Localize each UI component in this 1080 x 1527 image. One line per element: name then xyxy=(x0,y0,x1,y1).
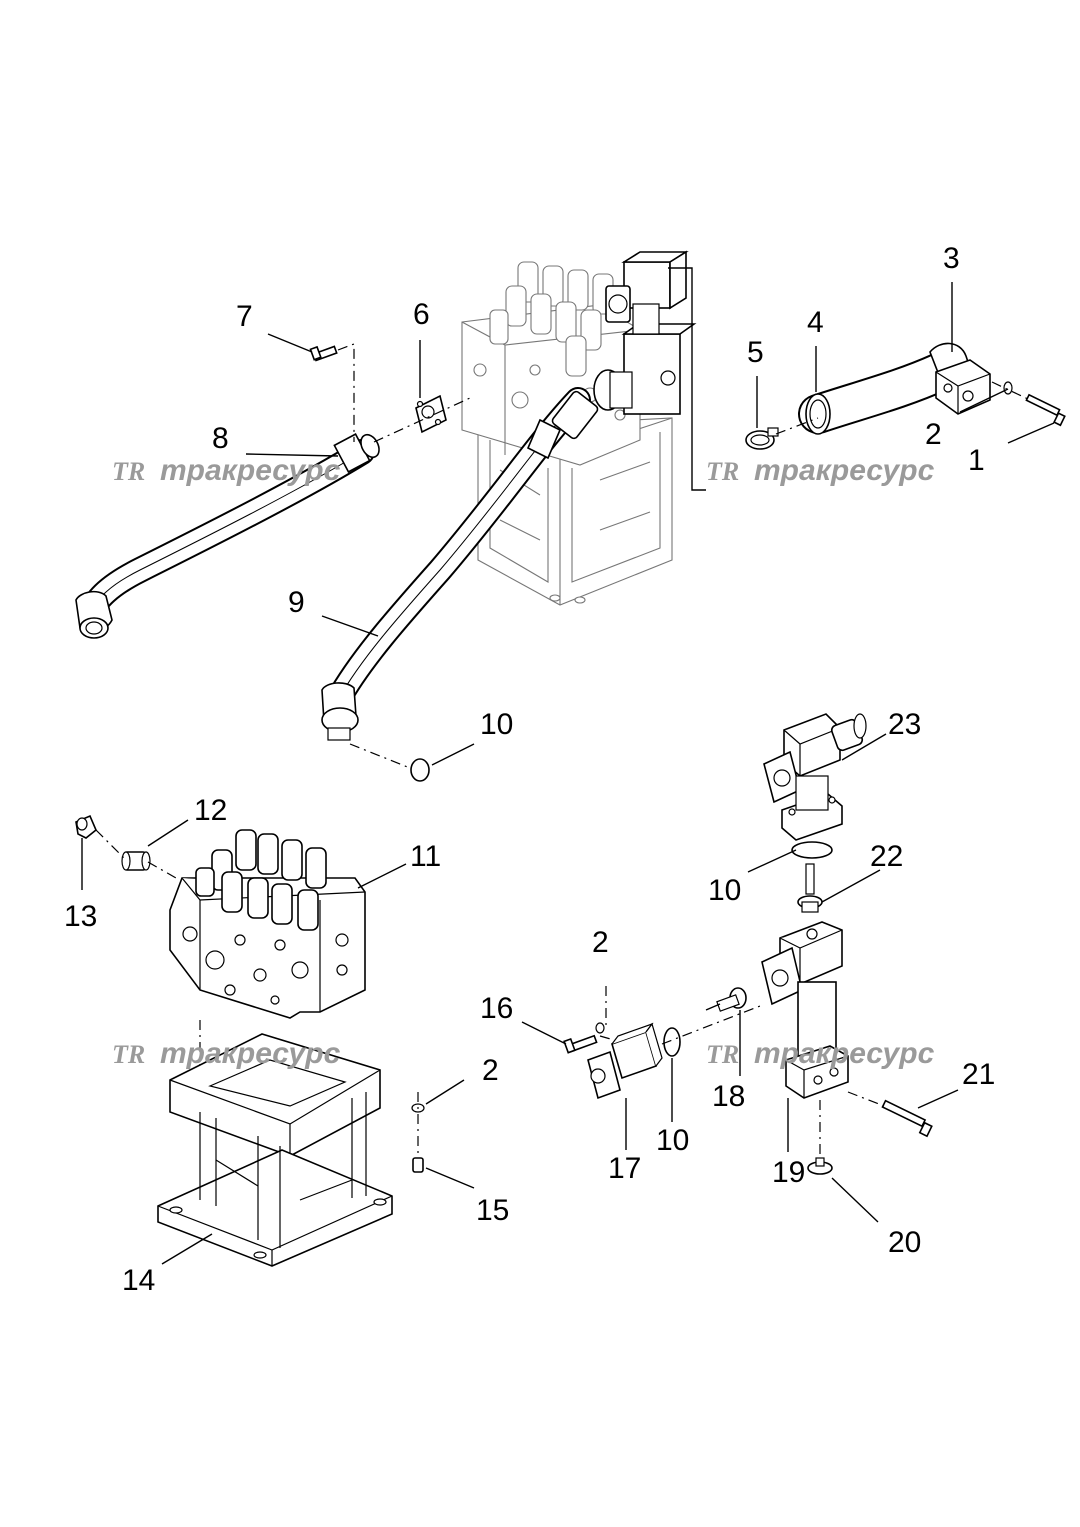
fitting-part-12 xyxy=(121,851,151,871)
hose-8 xyxy=(75,433,380,639)
svg-text:тракресурс: тракресурс xyxy=(160,454,341,487)
callout-7: 7 xyxy=(236,300,253,333)
watermark-top-left: TR тракресурс xyxy=(112,454,341,487)
svg-text:TR: TR xyxy=(112,457,145,486)
center-line-21 xyxy=(847,1091,885,1107)
bolt-part-15 xyxy=(412,1157,424,1173)
callout-6: 6 xyxy=(413,298,430,331)
elbow-block-part-3 xyxy=(929,342,991,415)
center-line-17-19 xyxy=(661,1005,761,1045)
fitting-part-18 xyxy=(705,987,747,1012)
center-line-12-13 xyxy=(95,829,177,879)
callout-4: 4 xyxy=(807,306,824,339)
callout-2-lower-left: 2 xyxy=(482,1054,499,1087)
svg-text:TR: TR xyxy=(112,1040,145,1069)
callout-2-lower-mid: 2 xyxy=(592,926,609,959)
callout-13: 13 xyxy=(64,900,97,933)
callouts: 1 2 3 4 5 6 7 8 9 10 11 12 13 14 15 2 16… xyxy=(64,242,995,1297)
watermark-top-right: TR тракресурс xyxy=(706,454,935,487)
callout-3: 3 xyxy=(943,242,960,275)
bolt-part-1 xyxy=(1025,393,1066,427)
svg-text:TR: TR xyxy=(706,1040,739,1069)
callout-17: 17 xyxy=(608,1152,641,1185)
o-ring-part-10-right xyxy=(791,841,833,859)
callout-19: 19 xyxy=(772,1156,805,1189)
callout-2-upper: 2 xyxy=(925,418,942,451)
bolt-part-16 xyxy=(563,1034,598,1054)
center-line-10-upper xyxy=(349,743,411,769)
flange-part-6 xyxy=(415,394,447,434)
center-line-7 xyxy=(337,343,355,442)
bolt-part-7 xyxy=(309,345,338,362)
watermark-bottom-right: TR тракресурс xyxy=(706,1037,935,1070)
stand-part-14 xyxy=(157,1033,393,1267)
callout-22: 22 xyxy=(870,840,903,873)
center-line-right-upper xyxy=(775,381,1031,435)
callout-10-upper: 10 xyxy=(480,708,513,741)
callout-8: 8 xyxy=(212,422,229,455)
washer-part-2-upper xyxy=(1003,381,1013,395)
svg-text:тракресурс: тракресурс xyxy=(754,454,935,487)
callout-10-lower: 10 xyxy=(656,1124,689,1157)
svg-text:тракресурс: тракресурс xyxy=(160,1037,341,1070)
callout-11: 11 xyxy=(410,840,441,873)
callout-20: 20 xyxy=(888,1226,921,1259)
leader-lines xyxy=(81,282,1055,1265)
hose-9 xyxy=(321,387,599,741)
plug-part-20 xyxy=(807,1157,833,1175)
o-ring-part-10-upper xyxy=(410,758,430,782)
elbow-part-23 xyxy=(763,713,867,841)
callout-12: 12 xyxy=(194,794,227,827)
callout-9: 9 xyxy=(288,586,305,619)
callout-16: 16 xyxy=(480,992,513,1025)
control-valve-part-11 xyxy=(169,829,366,1019)
center-line-16-17 xyxy=(599,986,615,1041)
fitting-part-22 xyxy=(797,863,823,913)
clamp-part-5 xyxy=(745,427,779,450)
washer-part-2-lower-mid xyxy=(595,1022,605,1034)
svg-text:тракресурс: тракресурс xyxy=(754,1037,935,1070)
callout-10-right: 10 xyxy=(708,874,741,907)
center-line-6 xyxy=(373,397,471,443)
leader-group-right xyxy=(668,267,706,491)
o-ring-part-10-lower xyxy=(663,1027,681,1057)
callout-15: 15 xyxy=(476,1194,509,1227)
callout-14: 14 xyxy=(122,1264,155,1297)
flange-part-17 xyxy=(587,1022,663,1100)
callout-23: 23 xyxy=(888,708,921,741)
elbow-part-13 xyxy=(75,814,97,839)
hose-4 xyxy=(798,352,960,435)
watermark-bottom-left: TR тракресурс xyxy=(112,1037,341,1070)
callout-21: 21 xyxy=(962,1058,995,1091)
bolt-part-21 xyxy=(881,1099,933,1138)
svg-text:TR: TR xyxy=(706,457,739,486)
callout-5: 5 xyxy=(747,336,764,369)
callout-1: 1 xyxy=(968,444,985,477)
block-part-19 xyxy=(761,921,849,1099)
callout-18: 18 xyxy=(712,1080,745,1113)
